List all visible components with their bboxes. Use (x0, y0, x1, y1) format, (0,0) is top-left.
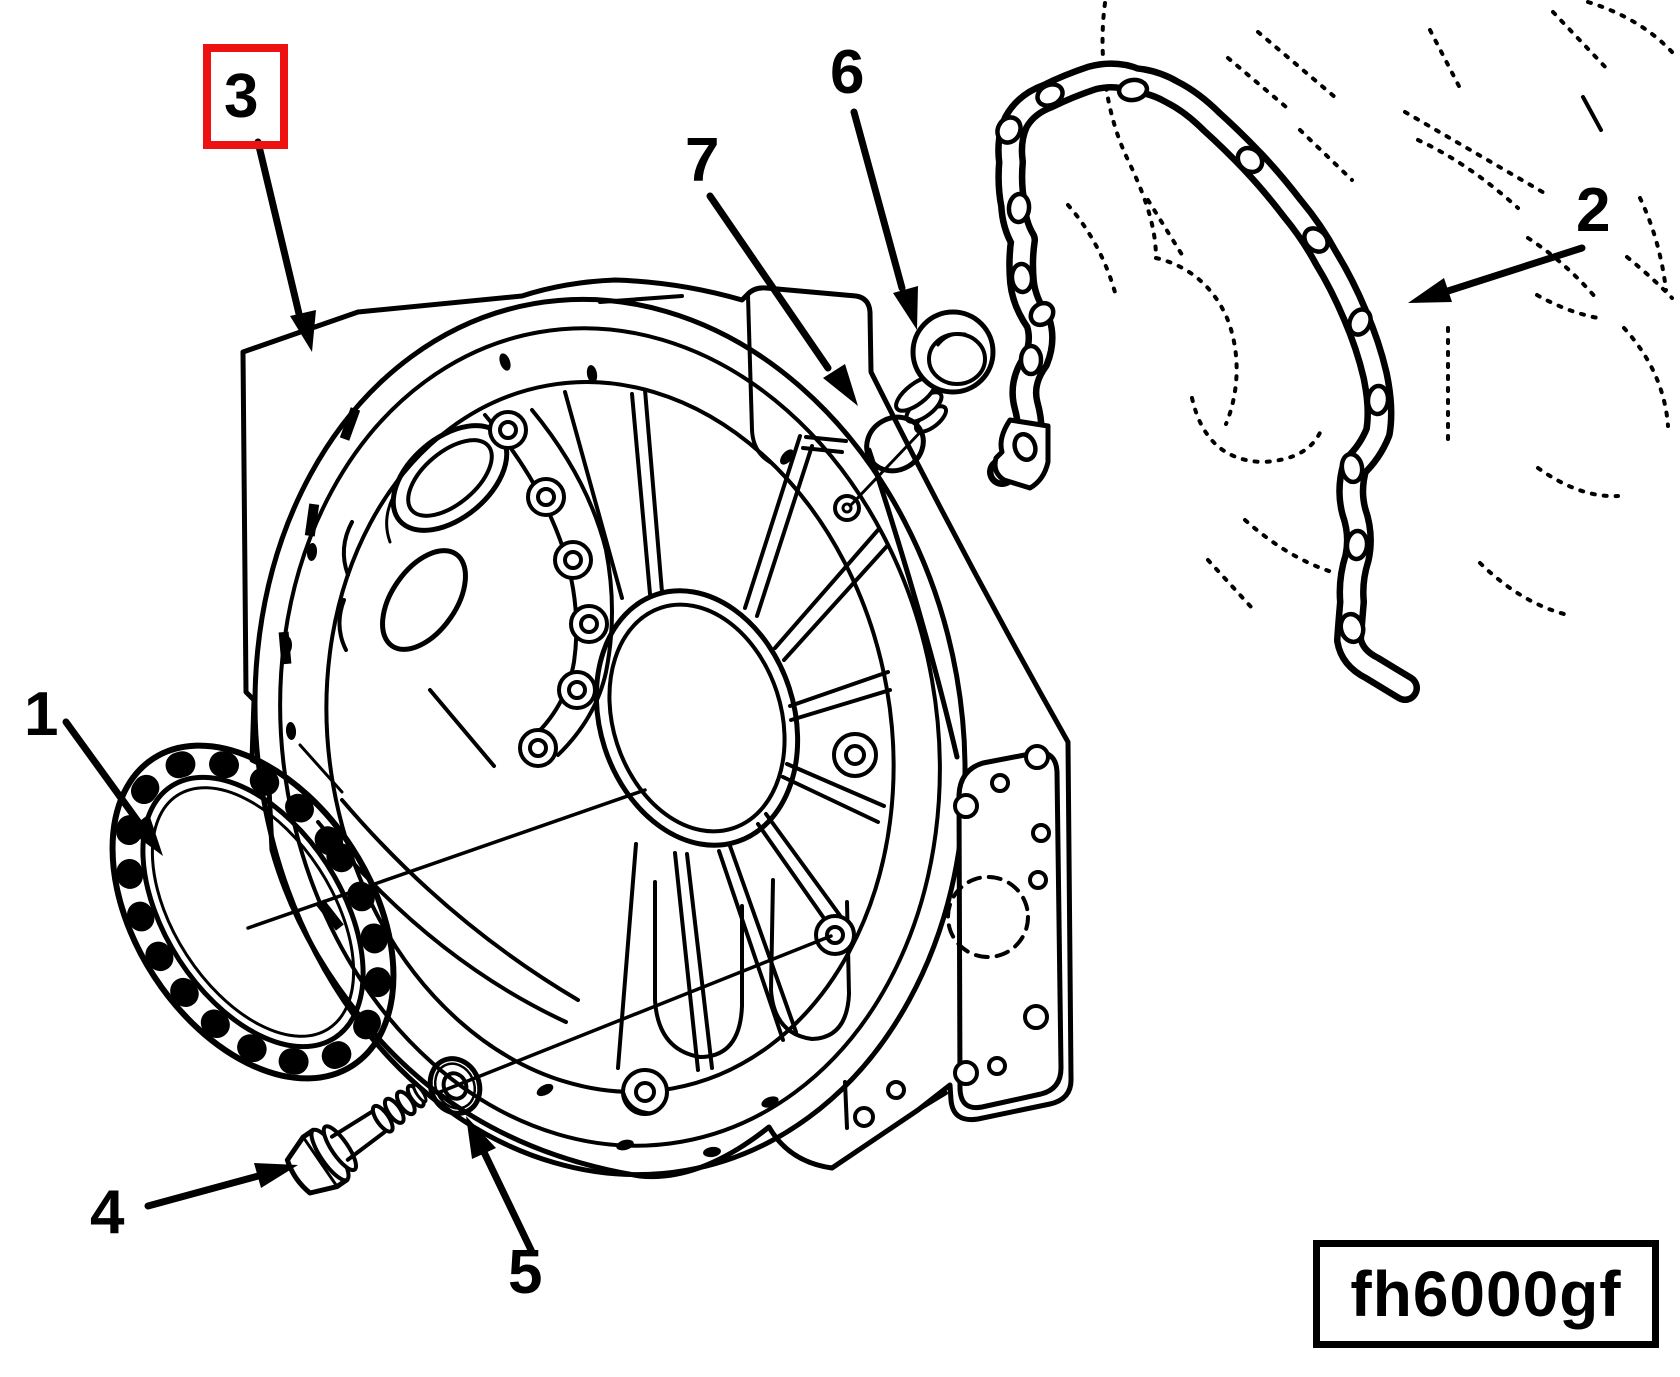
callout-arrow-7 (706, 192, 858, 406)
callout-3-label[interactable]: 3 (224, 62, 259, 131)
callout-arrow-6 (850, 108, 918, 330)
engine-block-hidden-outline (1066, 0, 1674, 616)
rear-cover-gasket (987, 60, 1420, 703)
callout-arrow-4 (144, 1163, 298, 1210)
washer (427, 1056, 483, 1116)
callout-5-label[interactable]: 5 (508, 1238, 543, 1307)
callout-arrow-1 (62, 718, 163, 856)
flywheel-housing (240, 277, 1074, 1180)
callout-arrow-5 (466, 1116, 536, 1256)
figure-code: fh6000gf (1350, 1258, 1622, 1330)
pipe-plug (848, 309, 996, 508)
engine-block-edge (1581, 95, 1603, 132)
highlight-box-callout-3 (203, 44, 288, 149)
callout-arrow-3 (254, 138, 316, 352)
leader-line-seal (246, 788, 647, 930)
callout-2-label[interactable]: 2 (1576, 176, 1611, 245)
callout-1-label[interactable]: 1 (24, 680, 59, 749)
callout-6-label[interactable]: 6 (830, 38, 865, 107)
crankshaft-seal-ring (109, 742, 397, 1082)
callout-4-label[interactable]: 4 (90, 1178, 125, 1247)
leader-line-bolt (438, 934, 833, 1094)
mounting-bolt (284, 1083, 428, 1196)
o-ring (864, 414, 926, 474)
callout-arrow-2 (1408, 244, 1586, 303)
callout-7-label[interactable]: 7 (685, 126, 720, 195)
figure-code-box: fh6000gf (1313, 1240, 1659, 1348)
